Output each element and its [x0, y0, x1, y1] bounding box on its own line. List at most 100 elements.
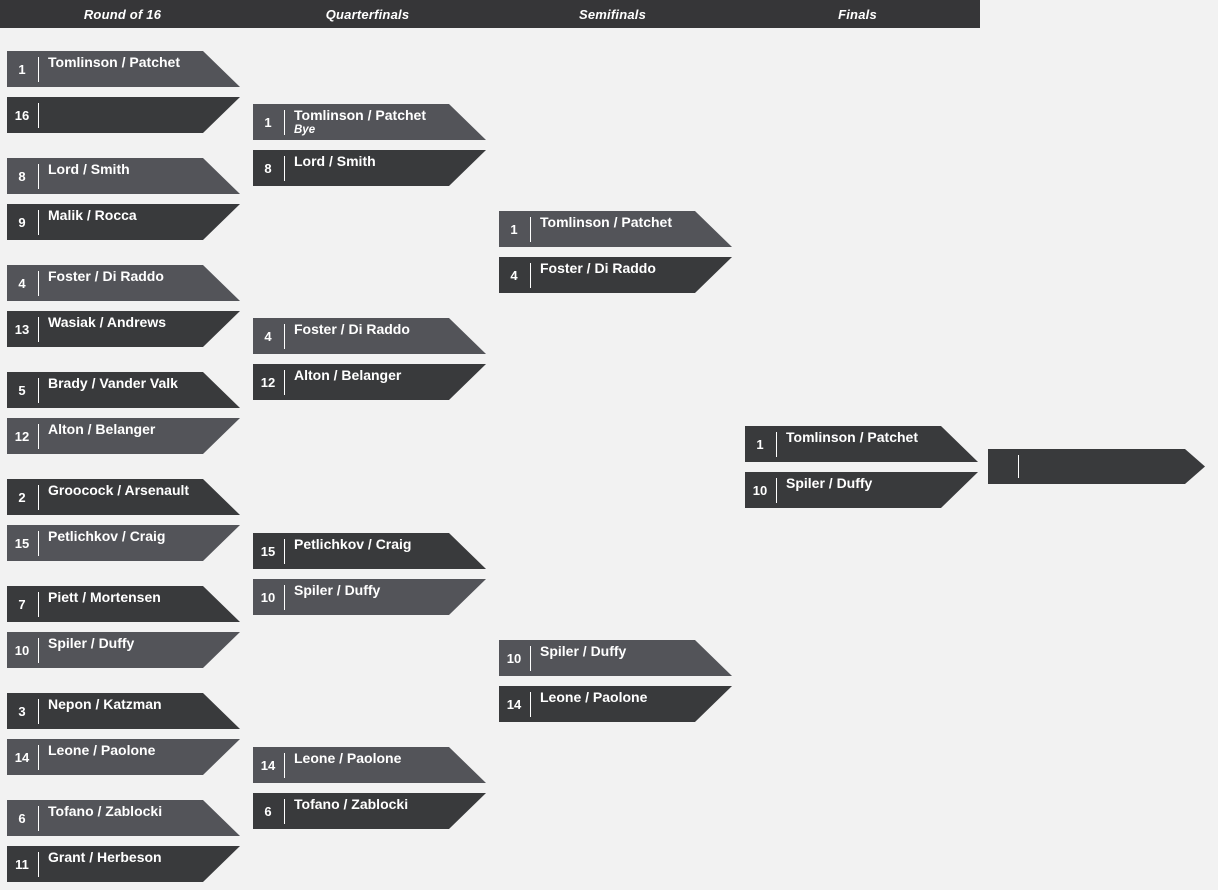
slot-team-name: Spiler / Duffy [48, 636, 135, 651]
slot-separator [38, 424, 39, 449]
slot-separator [38, 57, 39, 82]
bracket-slot[interactable]: 5 Brady / Vander Valk [7, 372, 240, 408]
slot-seed: 6 [264, 803, 272, 819]
slot-separator [284, 539, 285, 564]
slot-seed: 11 [15, 856, 29, 872]
slot-team-name: Brady / Vander Valk [48, 376, 178, 391]
slot-seed: 14 [506, 696, 522, 712]
slot-seed: 15 [260, 543, 276, 559]
slot-seed: 4 [18, 275, 26, 291]
bracket-slot[interactable]: 16 [7, 97, 240, 133]
slot-seed: 15 [14, 535, 30, 551]
slot-team-name: Foster / Di Raddo [540, 261, 656, 276]
slot-separator [38, 806, 39, 831]
bracket-slot[interactable]: 15 Petlichkov / Craig [7, 525, 240, 561]
slot-team-name: Spiler / Duffy [540, 644, 627, 659]
bracket-slot[interactable]: 4 Foster / Di Raddo [499, 257, 732, 293]
slot-seed: 2 [18, 489, 26, 505]
slot-separator [284, 110, 285, 135]
slot-separator [38, 485, 39, 510]
slot-separator [38, 271, 39, 296]
slot-separator [38, 745, 39, 770]
round-header-quarterfinals: Quarterfinals [325, 6, 410, 22]
slot-team-name: Leone / Paolone [48, 743, 156, 758]
slot-separator [284, 156, 285, 181]
slot-seed: 6 [18, 810, 26, 826]
slot-separator [284, 799, 285, 824]
slot-seed: 1 [264, 114, 272, 130]
slot-team-name: Wasiak / Andrews [48, 315, 167, 330]
bracket-slot[interactable]: 15 Petlichkov / Craig [253, 533, 486, 569]
slot-seed: 8 [18, 168, 26, 184]
slot-separator [38, 852, 39, 877]
bracket-slot[interactable]: 14 Leone / Paolone [253, 747, 486, 783]
slot-seed: 13 [14, 321, 30, 337]
slot-team-name: Grant / Herbeson [48, 850, 162, 865]
slot-seed: 16 [14, 107, 30, 123]
slot-separator [38, 164, 39, 189]
bracket-slot[interactable]: 13 Wasiak / Andrews [7, 311, 240, 347]
slot-seed: 4 [510, 267, 518, 283]
slot-team-name: Tomlinson / Patchet [540, 215, 672, 230]
slot-separator [776, 478, 777, 503]
slot-separator [1018, 455, 1019, 478]
slot-seed: 14 [14, 749, 30, 765]
slot-separator [38, 378, 39, 403]
slot-team-name: Malik / Rocca [48, 208, 137, 223]
bracket-slot[interactable]: 6 Tofano / Zablocki [253, 793, 486, 829]
round-header-round-of-16: Round of 16 [83, 6, 162, 22]
bracket-slot[interactable]: 10 Spiler / Duffy [7, 632, 240, 668]
slot-team-name: Tofano / Zablocki [294, 797, 409, 812]
slot-team-name: Leone / Paolone [540, 690, 648, 705]
bracket-slot[interactable]: 1 Tomlinson / Patchet [499, 211, 732, 247]
slot-seed: 4 [264, 328, 272, 344]
slot-separator [38, 699, 39, 724]
bracket-slot[interactable]: 14 Leone / Paolone [7, 739, 240, 775]
slot-team-name: Lord / Smith [294, 154, 376, 169]
round-headers-bar: Round of 16 Quarterfinals Semifinals Finals [0, 0, 980, 28]
slot-separator [284, 324, 285, 349]
slot-separator [530, 217, 531, 242]
slot-separator [530, 692, 531, 717]
bracket-slot[interactable]: 14 Leone / Paolone [499, 686, 732, 722]
round-header-finals: Finals [838, 6, 877, 22]
slot-team-name: Petlichkov / Craig [48, 529, 166, 544]
slot-separator [530, 263, 531, 288]
slot-seed [988, 449, 1018, 484]
slot-seed: 10 [14, 642, 30, 658]
slot-separator [38, 103, 39, 128]
slot-team-name: Tomlinson / Patchet [48, 55, 180, 70]
slot-seed: 5 [18, 382, 26, 398]
round-header-semifinals: Semifinals [578, 6, 647, 22]
slot-separator [284, 585, 285, 610]
slot-seed: 7 [18, 596, 26, 612]
slot-seed: 1 [510, 221, 518, 237]
champion-slot[interactable] [988, 449, 1205, 484]
slot-team-name: Spiler / Duffy [294, 583, 381, 598]
slot-separator [38, 638, 39, 663]
bracket-slot[interactable]: 7 Piett / Mortensen [7, 586, 240, 622]
slot-seed: 14 [260, 757, 276, 773]
slot-team-name: Petlichkov / Craig [294, 537, 412, 552]
slot-separator [38, 317, 39, 342]
slot-seed: 1 [756, 436, 764, 452]
bracket-slot[interactable]: 11 Grant / Herbeson [7, 846, 240, 882]
slot-team-name: Piett / Mortensen [48, 590, 161, 605]
slot-team-name: Leone / Paolone [294, 751, 402, 766]
